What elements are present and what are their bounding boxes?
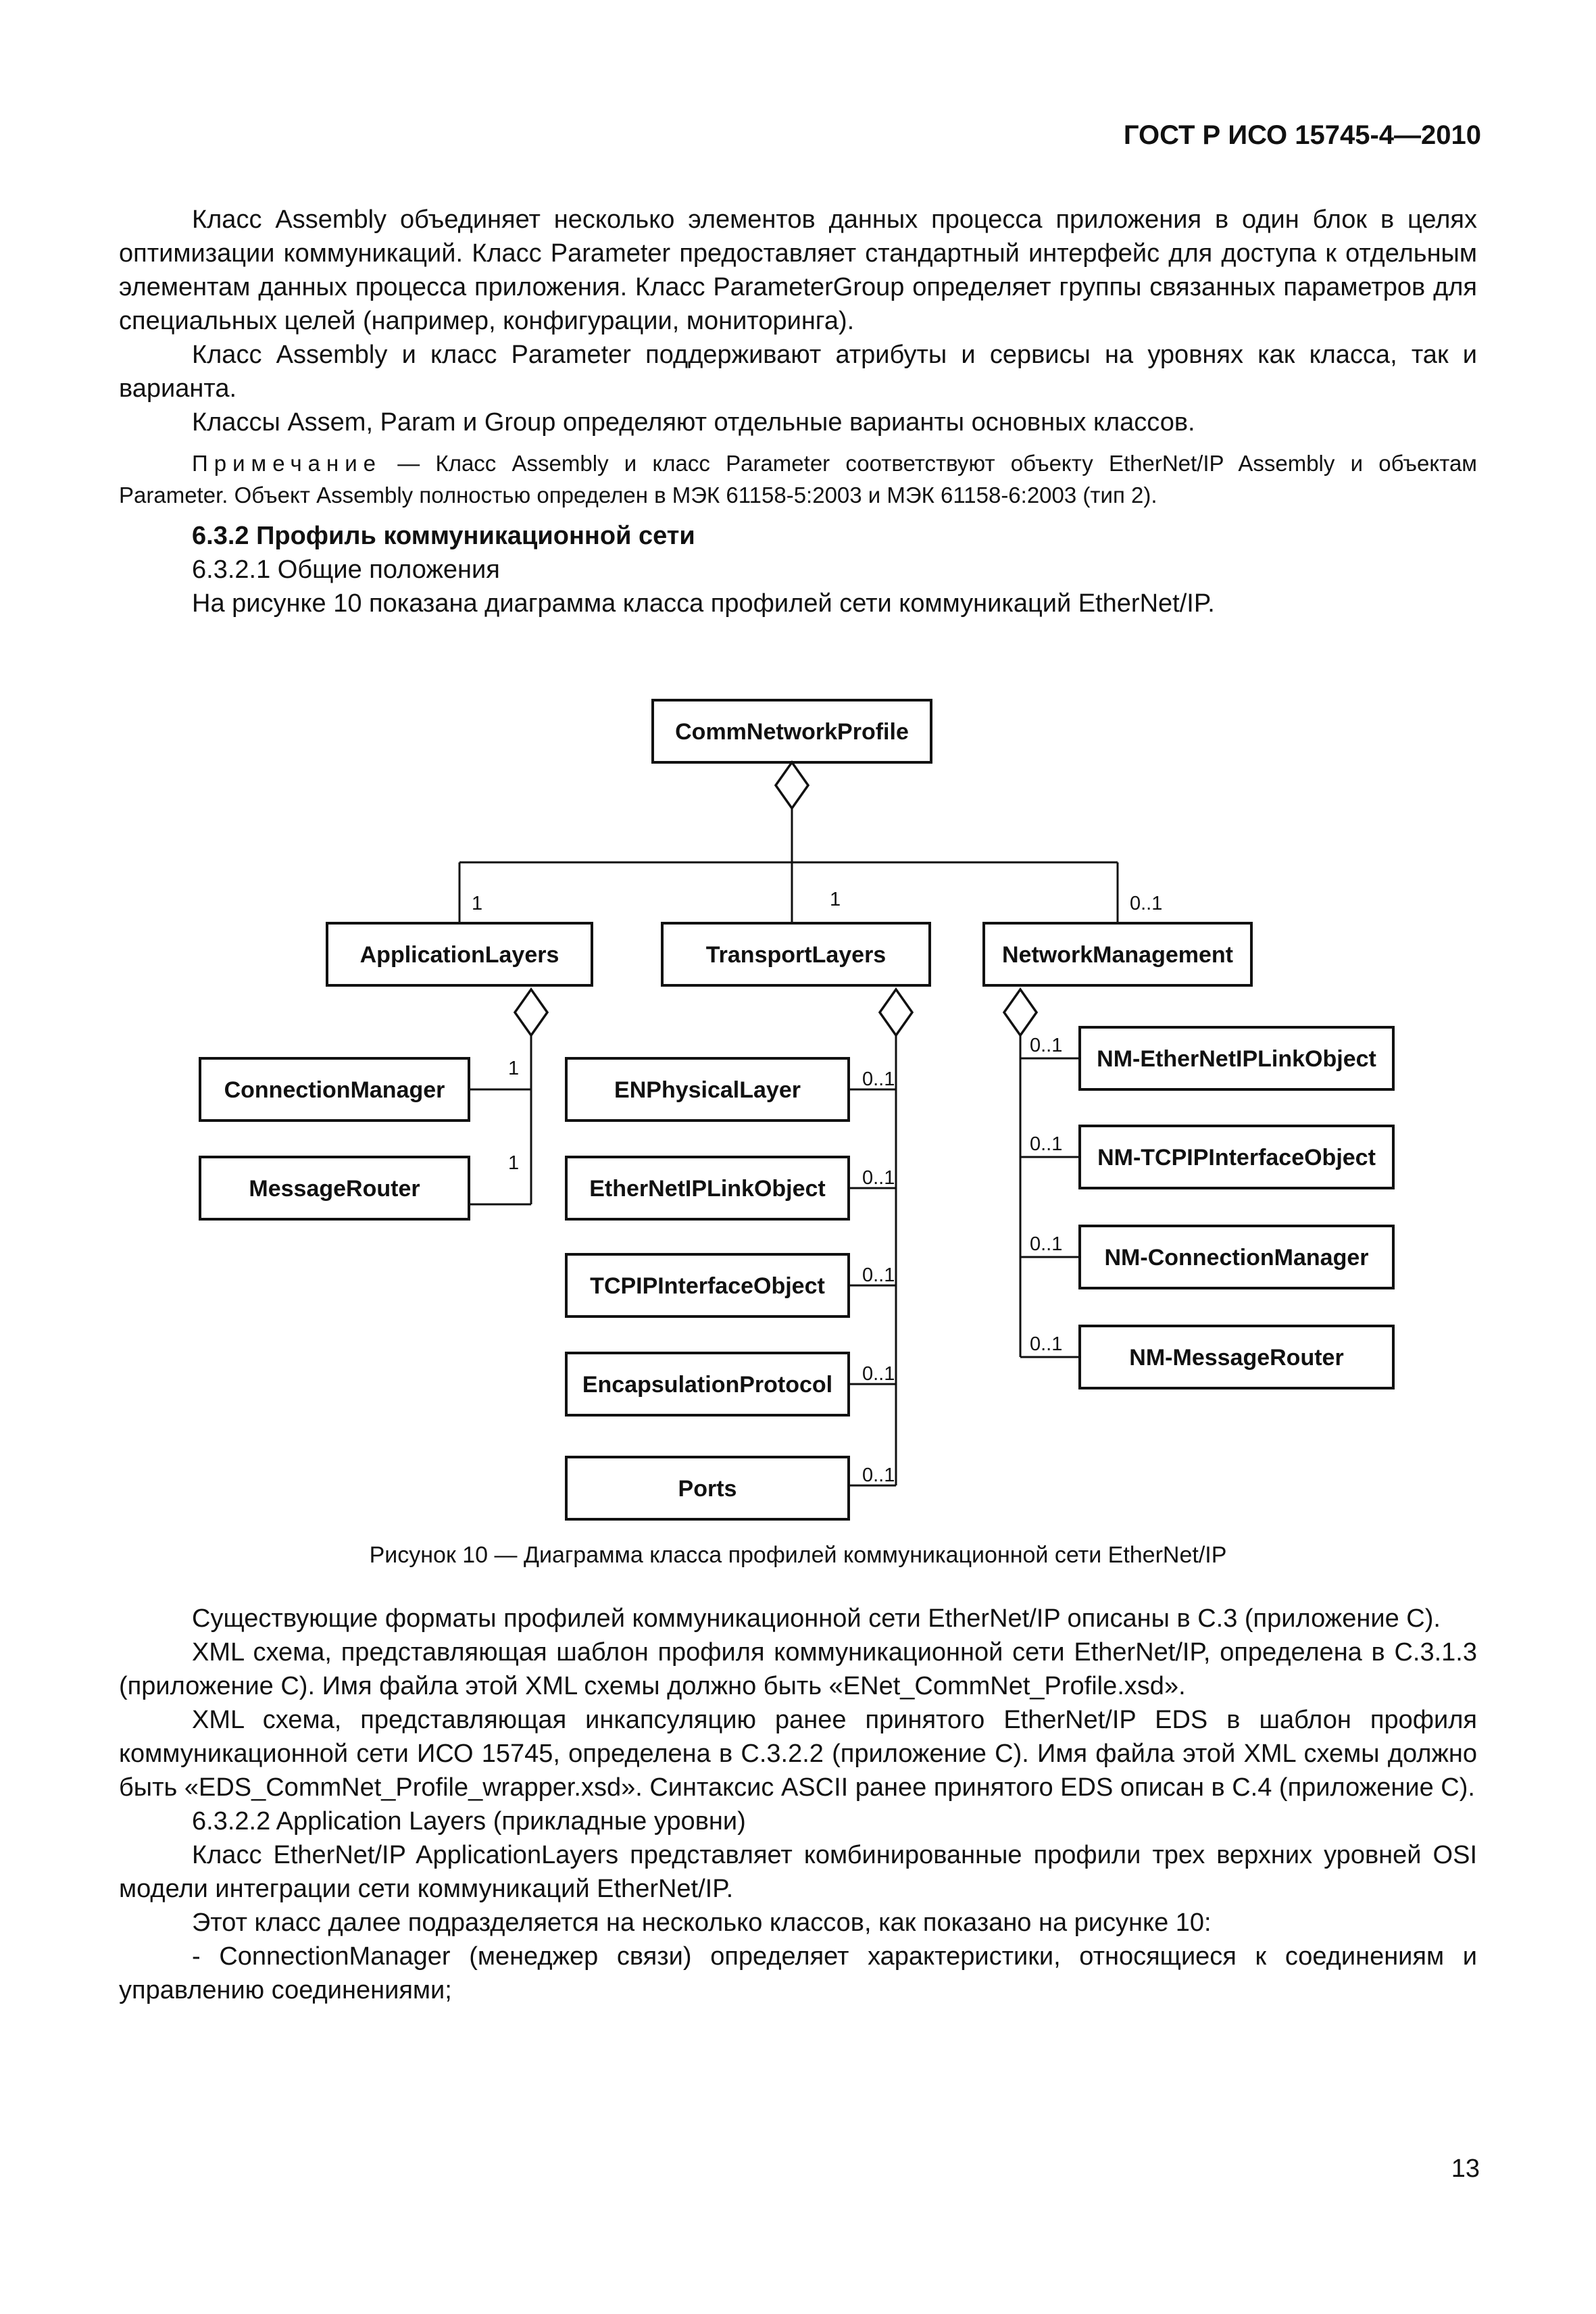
- tcpip-interface-object-box: [565, 1253, 850, 1318]
- paragraph: Существующие форматы профилей коммуникац…: [192, 1604, 1441, 1633]
- note-text: — Класс Assembly и класс Parameter соотв…: [119, 451, 1477, 508]
- aggregation-diamond: [878, 987, 914, 1038]
- paragraph: Класс Assembly и класс Parameter поддерж…: [119, 341, 1477, 403]
- encapsulation-protocol-label: EncapsulationProtocol: [582, 1372, 832, 1398]
- intro-block: Класс Assembly объединяет несколько элем…: [119, 203, 1477, 620]
- subsection-title: 6.3.2.2 Application Layers (прикладные у…: [192, 1807, 746, 1836]
- nm-ethernetip-link-object-label: NM-EtherNetIPLinkObject: [1097, 1046, 1376, 1072]
- multiplicity-label: 0..1: [862, 1264, 895, 1286]
- note-paragraph: Примечание — Класс Assembly и класс Para…: [119, 447, 1477, 511]
- section-title: 6.3.2 Профиль коммуникационной сети: [192, 522, 695, 550]
- paragraph: Классы Assem, Param и Group определяют о…: [192, 408, 1195, 437]
- application-layers-box: [326, 922, 593, 987]
- connection-manager-label: ConnectionManager: [224, 1077, 445, 1103]
- nm-message-router-label: NM-MessageRouter: [1129, 1345, 1343, 1371]
- ports-box: [565, 1456, 850, 1521]
- nm-tcpip-interface-object-label: NM-TCPIPInterfaceObject: [1097, 1145, 1376, 1171]
- nm-tcpip-interface-object-box: [1078, 1125, 1395, 1189]
- standard-header: ГОСТ Р ИСО 15745-4—2010: [1123, 120, 1481, 150]
- nm-ethernetip-link-object-box: [1078, 1026, 1395, 1091]
- transport-layers-label: TransportLayers: [706, 942, 886, 968]
- multiplicity-label: 0..1: [862, 1167, 895, 1189]
- paragraph: Класс EtherNet/IP ApplicationLayers пред…: [119, 1841, 1477, 1903]
- multiplicity-label: 0..1: [862, 1068, 895, 1090]
- transport-layers-box: [661, 922, 931, 987]
- ethernetip-link-object-box: [565, 1156, 850, 1221]
- en-physical-layer-label: ENPhysicalLayer: [614, 1077, 801, 1103]
- application-layers-label: ApplicationLayers: [360, 942, 559, 968]
- multiplicity-label: 0..1: [1030, 1133, 1062, 1155]
- paragraph: Класс Assembly объединяет несколько элем…: [119, 205, 1477, 335]
- paragraph: XML схема, представляющая инкапсуляцию р…: [119, 1706, 1477, 1802]
- paragraph: XML схема, представляющая шаблон профиля…: [119, 1638, 1477, 1700]
- message-router-label: MessageRouter: [249, 1176, 420, 1202]
- multiplicity-label: 1: [830, 889, 841, 910]
- figure-caption: Рисунок 10 — Диаграмма класса профилей к…: [369, 1542, 1227, 1568]
- note-label: Примечание: [192, 451, 382, 476]
- page-number: 13: [1451, 2155, 1480, 2183]
- paragraph: - ConnectionManager (менеджер связи) опр…: [119, 1942, 1477, 2004]
- subsection-title: 6.3.2.1 Общие положения: [192, 556, 500, 584]
- aggregation-diamond: [774, 760, 810, 811]
- aggregation-diamond: [1002, 987, 1039, 1038]
- paragraph: Этот класс далее подразделяется на неско…: [192, 1909, 1212, 1937]
- en-physical-layer-box: [565, 1057, 850, 1122]
- multiplicity-label: 1: [472, 893, 482, 914]
- encapsulation-protocol-box: [565, 1352, 850, 1417]
- message-router-box: [199, 1156, 470, 1221]
- root-box: [651, 699, 932, 764]
- aggregation-diamond: [513, 987, 549, 1038]
- multiplicity-label: 0..1: [862, 1464, 895, 1486]
- body-block: Существующие форматы профилей коммуникац…: [119, 1602, 1477, 2007]
- nm-connection-manager-label: NM-ConnectionManager: [1105, 1245, 1369, 1271]
- multiplicity-label: 1: [508, 1152, 519, 1174]
- ethernetip-link-object-label: EtherNetIPLinkObject: [589, 1176, 826, 1202]
- tcpip-interface-object-label: TCPIPInterfaceObject: [590, 1273, 825, 1299]
- connection-manager-box: [199, 1057, 470, 1122]
- network-management-box: [982, 922, 1253, 987]
- nm-message-router-box: [1078, 1325, 1395, 1389]
- multiplicity-label: 0..1: [1030, 1333, 1062, 1355]
- paragraph: На рисунке 10 показана диаграмма класса …: [192, 589, 1215, 618]
- multiplicity-label: 0..1: [1030, 1233, 1062, 1255]
- multiplicity-label: 0..1: [862, 1363, 895, 1385]
- ports-label: Ports: [678, 1476, 737, 1502]
- multiplicity-label: 0..1: [1130, 893, 1162, 914]
- nm-connection-manager-box: [1078, 1225, 1395, 1289]
- network-management-label: NetworkManagement: [1002, 942, 1233, 968]
- multiplicity-label: 0..1: [1030, 1035, 1062, 1056]
- multiplicity-label: 1: [508, 1058, 519, 1079]
- root-label: CommNetworkProfile: [675, 719, 909, 745]
